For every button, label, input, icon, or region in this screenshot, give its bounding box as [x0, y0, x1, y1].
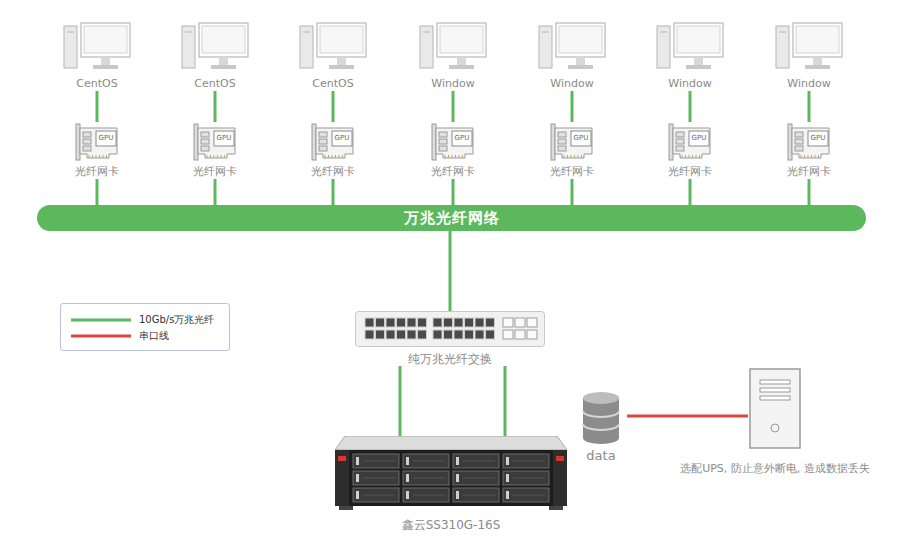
fiber-link	[96, 179, 99, 205]
network-card: GPU 光纤网卡	[776, 122, 842, 179]
chip-label: GPU	[333, 132, 351, 145]
card-icon-holder: GPU	[550, 122, 594, 162]
computer-icon	[180, 22, 250, 74]
node-label: Window	[771, 77, 847, 91]
storage-server: 鑫云SS310G-16S	[332, 436, 570, 532]
node-label: CentOS	[59, 77, 135, 91]
computer: Window	[652, 22, 728, 91]
fiber-link	[96, 91, 99, 122]
node-label: 光纤网卡	[182, 165, 248, 179]
fiber-link	[689, 91, 692, 122]
card-icon-holder: GPU	[311, 122, 355, 162]
network-bus: 万兆光纤网络	[37, 205, 866, 231]
node-label: CentOS	[295, 77, 371, 91]
node-label: data	[575, 449, 627, 463]
node-label: 光纤网卡	[420, 165, 486, 179]
fiber-link	[449, 231, 452, 311]
computer-icon	[537, 22, 607, 74]
chip-label: GPU	[809, 132, 827, 145]
database: data	[575, 390, 627, 463]
network-card: GPU 光纤网卡	[657, 122, 723, 179]
card-icon-holder: GPU	[668, 122, 712, 162]
chip-label: GPU	[453, 132, 471, 145]
node-label: 光纤网卡	[657, 165, 723, 179]
network-card: GPU 光纤网卡	[300, 122, 366, 179]
node-label: Window	[415, 77, 491, 91]
computer: Window	[534, 22, 610, 91]
fiber-link	[452, 91, 455, 122]
card-icon-holder: GPU	[431, 122, 475, 162]
tower-icon	[748, 368, 802, 450]
serial-cable	[627, 415, 748, 418]
chip-label: GPU	[97, 132, 115, 145]
node-label: 光纤网卡	[300, 165, 366, 179]
bus-label: 万兆光纤网络	[404, 209, 500, 228]
node-label: 选配UPS, 防止意外断电, 造成数据丢失	[680, 462, 870, 476]
fiber-link	[689, 179, 692, 205]
node-label: 光纤网卡	[776, 165, 842, 179]
computer-icon	[62, 22, 132, 74]
chip-label: GPU	[572, 132, 590, 145]
legend-box: 10Gb/s万兆光纤串口线	[60, 303, 230, 351]
computer: CentOS	[59, 22, 135, 91]
card-icon-holder: GPU	[193, 122, 237, 162]
fiber-link	[808, 91, 811, 122]
network-card: GPU 光纤网卡	[64, 122, 130, 179]
chip-label: GPU	[215, 132, 233, 145]
node-label: 光纤网卡	[539, 165, 605, 179]
fiber-link	[452, 179, 455, 205]
network-card: GPU 光纤网卡	[539, 122, 605, 179]
computer-icon	[418, 22, 488, 74]
node-label: Window	[534, 77, 610, 91]
switch-icon	[355, 311, 545, 347]
fiber-switch: 纯万兆光纤交换	[352, 311, 548, 366]
card-icon-holder: GPU	[787, 122, 831, 162]
computer: Window	[415, 22, 491, 91]
legend-swatch	[71, 317, 131, 323]
database-icon	[578, 390, 624, 446]
node-label: 鑫云SS310G-16S	[332, 518, 570, 532]
fiber-link	[332, 179, 335, 205]
computer: Window	[771, 22, 847, 91]
fiber-link	[571, 91, 574, 122]
legend-row: 串口线	[71, 328, 229, 344]
network-card: GPU 光纤网卡	[182, 122, 248, 179]
fiber-link	[399, 366, 402, 436]
fiber-link	[214, 91, 217, 122]
computer-icon	[774, 22, 844, 74]
node-label: 纯万兆光纤交换	[352, 352, 548, 366]
node-label: Window	[652, 77, 728, 91]
network-card: GPU 光纤网卡	[420, 122, 486, 179]
server-icon	[335, 436, 567, 512]
fiber-link	[332, 91, 335, 122]
fiber-link	[571, 179, 574, 205]
legend-label: 串口线	[139, 329, 169, 343]
ups-server: 选配UPS, 防止意外断电, 造成数据丢失	[748, 368, 802, 450]
legend-row: 10Gb/s万兆光纤	[71, 312, 229, 328]
computer: CentOS	[177, 22, 253, 91]
fiber-link	[504, 366, 507, 436]
fiber-link	[214, 179, 217, 205]
node-label: CentOS	[177, 77, 253, 91]
card-icon-holder: GPU	[75, 122, 119, 162]
computer-icon	[298, 22, 368, 74]
fiber-link	[808, 179, 811, 205]
legend-swatch	[71, 333, 131, 339]
chip-label: GPU	[690, 132, 708, 145]
legend-label: 10Gb/s万兆光纤	[139, 313, 214, 327]
computer: CentOS	[295, 22, 371, 91]
node-label: 光纤网卡	[64, 165, 130, 179]
computer-icon	[655, 22, 725, 74]
